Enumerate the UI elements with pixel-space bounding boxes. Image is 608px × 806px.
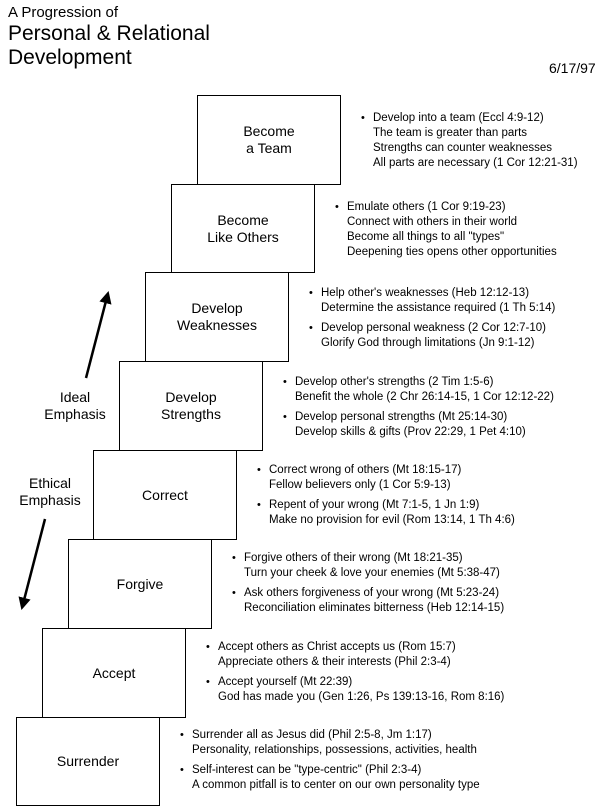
note-bullet: Forgive others of their wrong (Mt 18:21-… <box>232 551 504 581</box>
note-bullet: Help other's weaknesses (Heb 12:12-13) De… <box>309 286 555 316</box>
note-line: Ask others forgiveness of your wrong (Mt… <box>244 587 500 599</box>
emphasis-line: Ideal <box>59 389 91 405</box>
step-label: Forgive <box>116 575 164 592</box>
step-box: Develop Strengths <box>119 361 263 451</box>
step-box: Become Like Others <box>171 184 315 273</box>
step-notes: Correct wrong of others (Mt 18:15-17) Fel… <box>257 463 515 533</box>
step-notes: Forgive others of their wrong (Mt 18:21-… <box>232 551 504 621</box>
step-box: Develop Weaknesses <box>145 272 289 362</box>
step-notes: Help other's weaknesses (Heb 12:12-13) De… <box>309 286 555 356</box>
step-notes: Emulate others (1 Cor 9:19-23) Connect wi… <box>335 200 557 265</box>
ideal-emphasis-label: Ideal Emphasis <box>38 389 112 423</box>
note-line: Self-interest can be "type-centric" (Phi… <box>192 764 422 776</box>
note-line: Fellow believers only (1 Cor 5:9-13) <box>269 479 451 491</box>
title-line: Personal & Relational <box>8 22 210 45</box>
step-label: Surrender <box>56 753 120 769</box>
diagram-date: 6/17/97 <box>549 60 596 76</box>
step-label: Become Like Others <box>207 211 279 245</box>
note-line: Develop personal weakness (2 Cor 12:7-10… <box>321 322 547 334</box>
note-line: Forgive others of their wrong (Mt 18:21-… <box>244 552 463 564</box>
note-bullet: Accept yourself (Mt 22:39) God has made y… <box>206 675 504 705</box>
diagram-subtitle: A Progression of <box>8 4 119 21</box>
note-line: All parts are necessary (1 Cor 12:21-31) <box>373 157 578 169</box>
note-line: Surrender all as Jesus did (Phil 2:5-8, … <box>192 729 432 741</box>
step-notes: Develop into a team (Eccl 4:9-12) The tea… <box>361 111 578 176</box>
note-line: Benefit the whole (2 Chr 26:14-15, 1 Cor… <box>295 391 554 403</box>
step-notes: Surrender all as Jesus did (Phil 2:5-8, … <box>180 728 480 798</box>
note-bullet: Self-interest can be "type-centric" (Phi… <box>180 763 480 793</box>
note-bullet: Correct wrong of others (Mt 18:15-17) Fel… <box>257 463 515 493</box>
note-bullet: Emulate others (1 Cor 9:19-23) Connect wi… <box>335 200 557 260</box>
note-line: Accept yourself (Mt 22:39) <box>218 676 353 688</box>
step-label: Develop Strengths <box>161 389 221 422</box>
note-line: Strengths can counter weaknesses <box>373 142 552 154</box>
step-label: Correct <box>142 486 188 503</box>
emphasis-line: Emphasis <box>19 492 81 508</box>
step-label: Develop Weaknesses <box>177 300 257 333</box>
note-line: Deepening ties opens other opportunities <box>347 246 557 258</box>
note-line: Become all things to all "types" <box>347 231 505 243</box>
ethical-emphasis-label: Ethical Emphasis <box>13 475 87 509</box>
note-bullet: Develop other's strengths (2 Tim 1:5-6) B… <box>283 375 554 405</box>
note-line: Help other's weaknesses (Heb 12:12-13) <box>321 287 530 299</box>
note-line: Personality, relationships, possessions,… <box>192 744 477 756</box>
ethical-arrow-down-icon <box>18 518 47 611</box>
note-line: God has made you (Gen 1:26, Ps 139:13-16… <box>218 691 505 703</box>
title-line: Development <box>8 46 132 69</box>
note-line: Correct wrong of others (Mt 18:15-17) <box>269 464 462 476</box>
note-line: Reconciliation eliminates bitterness (He… <box>244 602 505 614</box>
step-box: Become a Team <box>197 95 341 185</box>
note-line: Glorify God through limitations (Jn 9:1-… <box>321 337 535 349</box>
note-bullet: Surrender all as Jesus did (Phil 2:5-8, … <box>180 728 480 758</box>
note-line: Accept others as Christ accepts us (Rom … <box>218 641 456 653</box>
note-bullet: Develop personal weakness (2 Cor 12:7-10… <box>309 321 555 351</box>
note-line: Appreciate others & their interests (Phi… <box>218 656 451 668</box>
note-bullet: Accept others as Christ accepts us (Rom … <box>206 640 504 670</box>
note-line: Develop skills & gifts (Prov 22:29, 1 Pe… <box>295 426 526 438</box>
ideal-arrow-up-icon <box>84 290 112 379</box>
note-line: A common pitfall is to center on our own… <box>192 779 480 791</box>
step-notes: Accept others as Christ accepts us (Rom … <box>206 640 504 710</box>
step-box: Forgive <box>68 539 212 629</box>
step-label: Become a Team <box>243 123 295 156</box>
step-box: Accept <box>42 628 186 718</box>
note-bullet: Ask others forgiveness of your wrong (Mt… <box>232 586 504 616</box>
note-line: Connect with others in their world <box>347 216 518 228</box>
step-box: Surrender <box>16 717 160 806</box>
note-line: Develop into a team (Eccl 4:9-12) <box>373 112 544 124</box>
note-line: Determine the assistance required (1 Th … <box>321 302 556 314</box>
emphasis-line: Ethical <box>28 475 72 491</box>
note-bullet: Develop personal strengths (Mt 25:14-30)… <box>283 410 554 440</box>
note-bullet: Repent of your wrong (Mt 7:1-5, 1 Jn 1:9… <box>257 498 515 528</box>
step-label: Accept <box>92 664 136 681</box>
note-line: Develop personal strengths (Mt 25:14-30) <box>295 411 508 423</box>
note-line: Repent of your wrong (Mt 7:1-5, 1 Jn 1:9… <box>269 499 480 511</box>
note-bullet: Develop into a team (Eccl 4:9-12) The tea… <box>361 111 578 171</box>
note-line: Develop other's strengths (2 Tim 1:5-6) <box>295 376 494 388</box>
diagram-title: Personal & Relational Development <box>8 22 210 70</box>
step-notes: Develop other's strengths (2 Tim 1:5-6) B… <box>283 375 554 445</box>
note-line: The team is greater than parts <box>373 127 528 139</box>
step-box: Correct <box>93 450 237 540</box>
note-line: Emulate others (1 Cor 9:19-23) <box>347 201 506 213</box>
note-line: Turn your cheek & love your enemies (Mt … <box>244 567 500 579</box>
emphasis-line: Emphasis <box>44 406 106 422</box>
note-line: Make no provision for evil (Rom 13:14, 1… <box>269 514 515 526</box>
